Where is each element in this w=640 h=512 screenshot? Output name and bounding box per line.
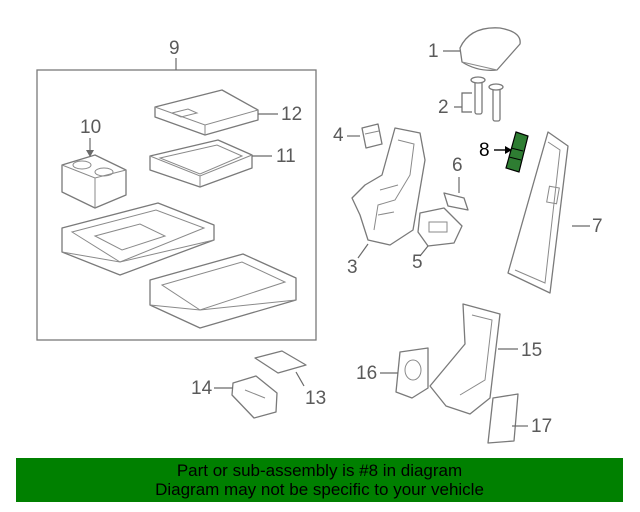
leader-13 bbox=[295, 371, 305, 387]
callout-11[interactable]: 11 bbox=[276, 146, 296, 167]
part-2-posts[interactable] bbox=[470, 76, 504, 122]
callout-16[interactable]: 16 bbox=[356, 363, 378, 384]
parts-diagram bbox=[36, 27, 590, 444]
console-bin-lower[interactable] bbox=[149, 253, 297, 329]
callout-12[interactable]: 12 bbox=[281, 104, 303, 125]
callout-6[interactable]: 6 bbox=[452, 155, 463, 176]
part-12-lid[interactable] bbox=[154, 89, 259, 136]
leader-5 bbox=[419, 245, 429, 257]
callout-17[interactable]: 17 bbox=[531, 416, 553, 437]
part-15-cover[interactable] bbox=[429, 303, 501, 415]
callout-15[interactable]: 15 bbox=[521, 340, 543, 361]
leader-3 bbox=[357, 243, 369, 259]
callout-8[interactable]: 8 bbox=[479, 140, 490, 161]
banner-line-2: Diagram may not be specific to your vehi… bbox=[155, 480, 484, 499]
part-14-pocket[interactable] bbox=[231, 375, 278, 419]
part-11-tray[interactable] bbox=[149, 139, 253, 188]
callout-1[interactable]: 1 bbox=[428, 41, 439, 62]
part-4-clip[interactable] bbox=[361, 123, 383, 149]
part-7-panel[interactable] bbox=[507, 131, 569, 294]
part-17-trim[interactable] bbox=[487, 393, 519, 444]
part-8-highlighted[interactable] bbox=[505, 131, 529, 173]
callout-13[interactable]: 13 bbox=[305, 388, 327, 409]
callout-3[interactable]: 3 bbox=[347, 257, 358, 278]
callout-5[interactable]: 5 bbox=[412, 252, 423, 273]
part-6-clip[interactable] bbox=[443, 192, 469, 211]
part-3-bracket[interactable] bbox=[351, 127, 426, 246]
part-13-gasket[interactable] bbox=[254, 350, 307, 374]
console-base-upper[interactable] bbox=[61, 202, 215, 276]
part-10-cupholder[interactable] bbox=[61, 154, 127, 209]
callout-10[interactable]: 10 bbox=[80, 117, 102, 138]
info-banner: Part or sub-assembly is #8 in diagram Di… bbox=[16, 458, 623, 502]
banner-line-1: Part or sub-assembly is #8 in diagram bbox=[176, 461, 463, 480]
part-16-holder[interactable] bbox=[395, 347, 429, 399]
part-5-switch[interactable] bbox=[417, 207, 463, 247]
callout-4[interactable]: 4 bbox=[333, 125, 344, 146]
callout-7[interactable]: 7 bbox=[592, 216, 603, 237]
callout-14[interactable]: 14 bbox=[191, 378, 213, 399]
callout-2[interactable]: 2 bbox=[438, 97, 449, 118]
callout-9[interactable]: 9 bbox=[169, 38, 180, 59]
leader-2 bbox=[454, 92, 472, 113]
part-1-cap[interactable] bbox=[459, 27, 521, 71]
